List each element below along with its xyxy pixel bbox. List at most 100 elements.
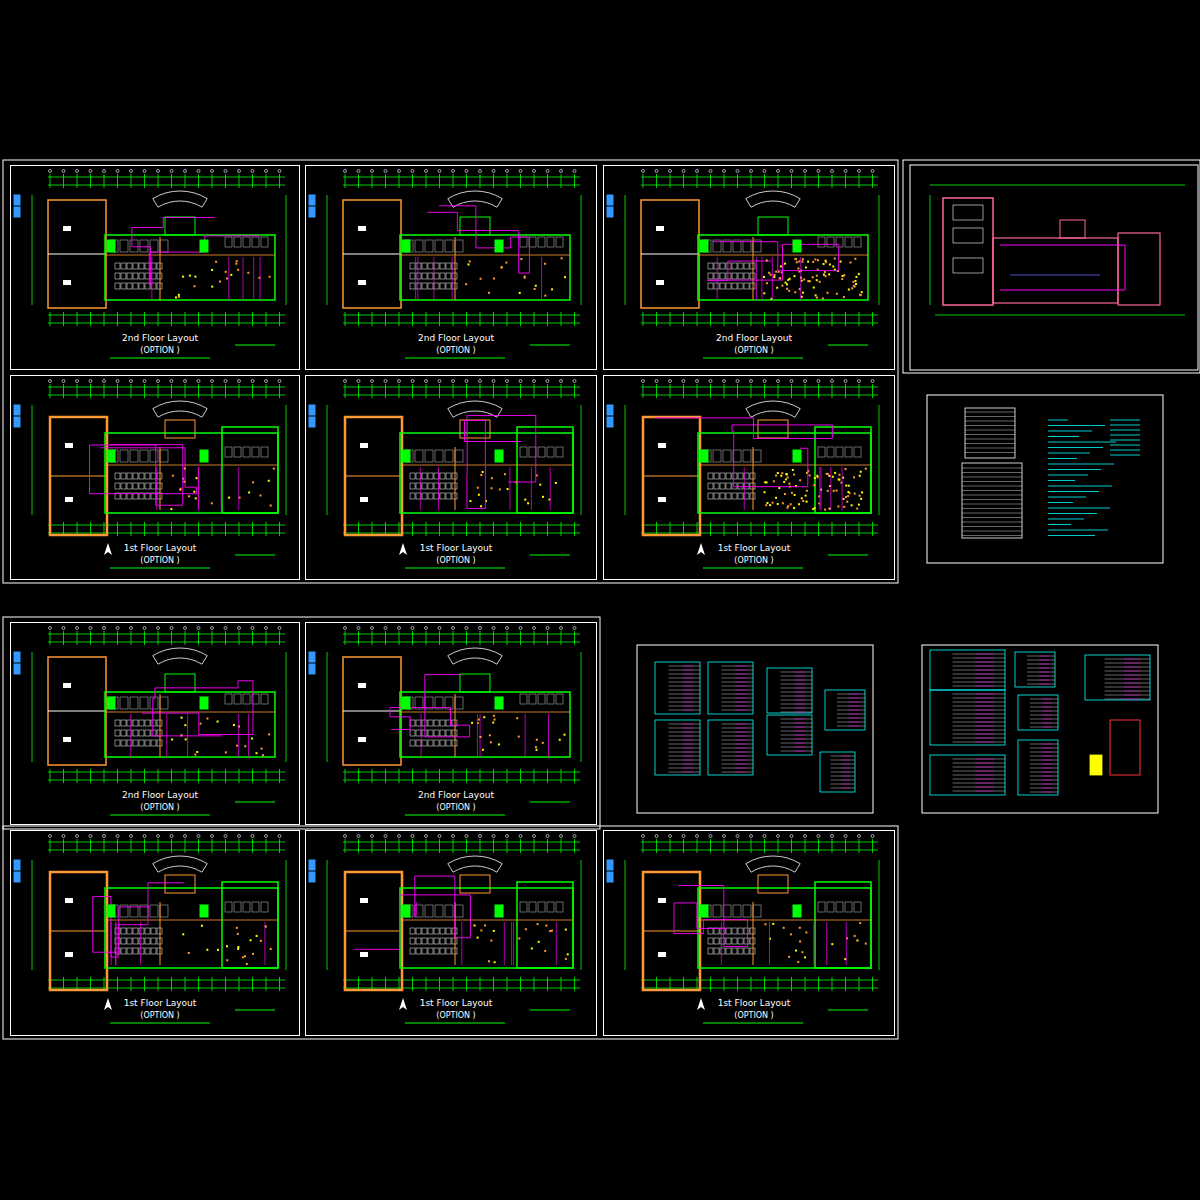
cad-rect [107, 697, 115, 709]
cad-rect [234, 237, 241, 247]
cad-rect [345, 872, 402, 990]
cad-line [493, 174, 494, 188]
grid-bubble [251, 627, 254, 630]
cad-line [581, 195, 582, 305]
cad-line [722, 732, 754, 733]
cad-line [405, 1023, 505, 1024]
fixture-mark [236, 927, 238, 929]
grid-bubble [170, 170, 173, 173]
cad-line [1048, 491, 1099, 492]
cad-rect [63, 280, 71, 285]
cad-line [682, 666, 693, 667]
grid-bubble [533, 170, 536, 173]
grid-bubble [170, 835, 173, 838]
cad-line [225, 769, 226, 783]
cad-line [735, 698, 746, 699]
cad-line [962, 513, 1022, 514]
cad-line [534, 522, 535, 536]
fixture-mark [194, 285, 196, 287]
fixture-mark [181, 717, 183, 719]
grid-bubble [777, 835, 780, 838]
cad-line [849, 710, 859, 711]
cad-line [845, 312, 846, 326]
cad-line [399, 384, 400, 398]
fixture-mark [490, 741, 492, 743]
cad-line [105, 255, 275, 256]
fixture-mark [813, 287, 815, 289]
fixture-mark [784, 493, 786, 495]
cad-rect [410, 473, 415, 479]
cad-line [1048, 497, 1086, 498]
cad-rect [139, 283, 144, 289]
grid-bubble [344, 380, 347, 383]
cad-line [345, 312, 346, 326]
cad-line [1030, 703, 1058, 704]
cad-line [769, 922, 770, 965]
grid-bubble [560, 835, 563, 838]
grid-bubble [736, 380, 739, 383]
fixture-mark [775, 497, 777, 499]
cad-rect [607, 872, 613, 882]
cad-line [975, 722, 994, 723]
cad-rect [14, 195, 20, 205]
cad-rect [139, 730, 144, 736]
grid-bubble [533, 627, 536, 630]
cad-line [831, 756, 856, 757]
cad-rect [410, 720, 415, 726]
grid-bubble [560, 380, 563, 383]
north-arrow [399, 998, 407, 1010]
cad-line [252, 769, 253, 783]
cad-rect [3, 617, 600, 829]
cad-line [837, 694, 865, 695]
cad-line [735, 744, 746, 745]
floor-plan [309, 835, 581, 1024]
cad-line [975, 666, 994, 667]
cad-rect [63, 226, 71, 231]
grid-bubble [384, 170, 387, 173]
grid-bubble [750, 380, 753, 383]
cad-rect [145, 938, 150, 944]
cad-line [722, 666, 754, 667]
cad-line [507, 384, 508, 398]
cad-rect [130, 240, 138, 252]
fixture-mark [494, 961, 496, 963]
cad-line [643, 930, 700, 931]
fixture-mark [488, 960, 490, 962]
cad-rect [714, 483, 719, 489]
grid-bubble [130, 380, 133, 383]
cad-line [962, 468, 1022, 469]
cad-line [534, 384, 535, 398]
cad-line [266, 839, 267, 853]
cad-line [641, 387, 878, 388]
legend-sheet [927, 395, 1163, 563]
cad-rect [127, 283, 132, 289]
cad-line [859, 174, 860, 188]
fixture-mark [493, 930, 495, 932]
cad-rect [150, 240, 158, 252]
grid-bubble [224, 627, 227, 630]
cad-line [781, 704, 813, 705]
cad-rect [708, 493, 713, 499]
cad-rect [127, 938, 132, 944]
cad-rect [309, 652, 315, 662]
cad-line [63, 839, 64, 853]
grid-bubble [49, 627, 52, 630]
fixture-mark [498, 743, 500, 745]
fixture-mark [482, 471, 484, 473]
cad-line [641, 850, 878, 851]
cad-line [849, 726, 859, 727]
fixture-mark [480, 505, 482, 507]
cad-line [953, 718, 1006, 719]
cad-line [574, 312, 575, 326]
fixture-mark [201, 925, 203, 927]
grid-bubble [130, 627, 133, 630]
cad-line [831, 788, 856, 789]
fixture-mark [838, 478, 840, 480]
cad-rect [234, 902, 241, 912]
cad-rect [139, 740, 144, 746]
cad-line [548, 714, 549, 757]
cad-rect [200, 450, 208, 462]
fixture-mark [816, 279, 818, 281]
fixture-mark [244, 955, 246, 957]
cad-rect [520, 902, 527, 912]
